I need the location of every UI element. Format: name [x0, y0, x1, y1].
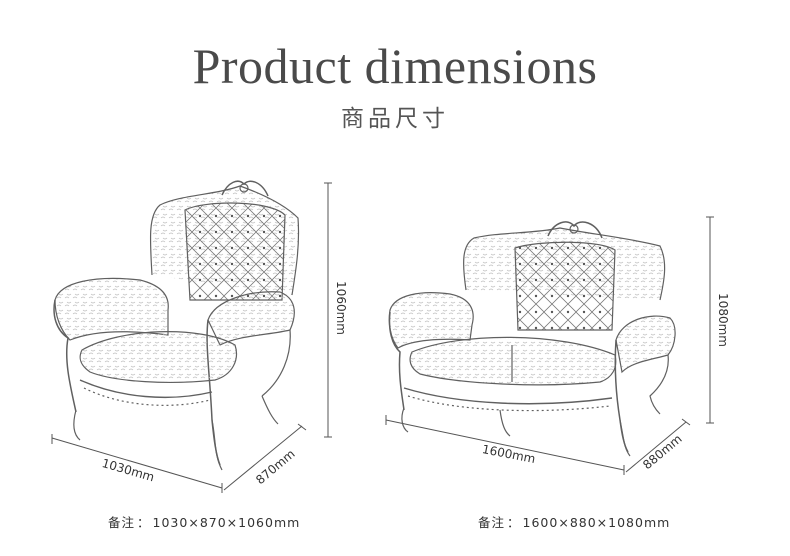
armchair-sketch [53, 180, 300, 471]
armchair-depth-line [223, 425, 303, 491]
armchair-note-value: 1030×870×1060mm [152, 515, 301, 530]
armchair-note-label: 备注 [108, 515, 136, 530]
armchair-depth-label: 870mm [253, 447, 297, 487]
loveseat-note-value: 1600×880×1080mm [522, 515, 671, 530]
armchair-width-line [51, 437, 223, 489]
dimension-lines [51, 182, 714, 493]
armchair-note: 备注：1030×870×1060mm [108, 515, 301, 530]
page-title: Product dimensions [192, 38, 598, 94]
loveseat-depth-line [625, 421, 687, 473]
loveseat-depth-label: 880mm [640, 432, 684, 472]
loveseat-note: 备注：1600×880×1080mm [478, 515, 671, 530]
page-subtitle: 商品尺寸 [341, 106, 449, 132]
armchair-height-label: 1060mm [334, 281, 348, 335]
loveseat-note-label: 备注 [478, 515, 506, 530]
loveseat-height-label: 1080mm [716, 293, 730, 347]
loveseat-width-line [385, 419, 625, 471]
loveseat-sketch [388, 221, 676, 457]
